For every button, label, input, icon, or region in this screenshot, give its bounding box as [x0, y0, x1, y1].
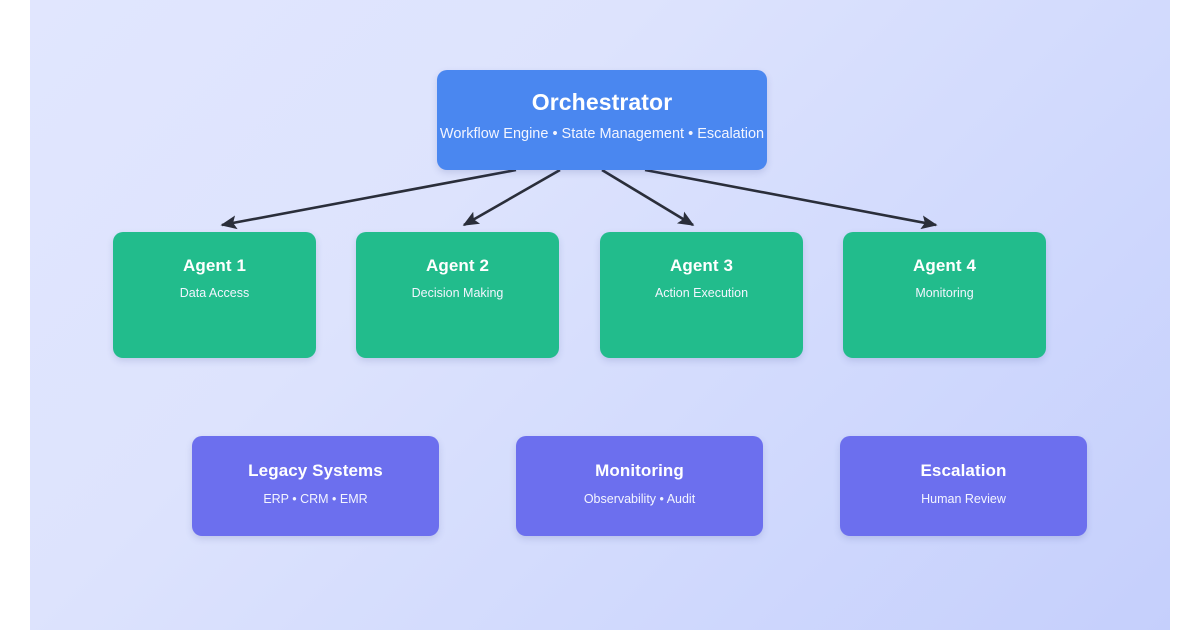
- agent-2-subtitle: Decision Making: [411, 285, 504, 300]
- node-monitoring[interactable]: Monitoring Observability • Audit: [516, 436, 763, 536]
- legacy-systems-title: Legacy Systems: [248, 461, 383, 480]
- node-orchestrator[interactable]: Orchestrator Workflow Engine • State Man…: [437, 70, 767, 170]
- node-agent-1[interactable]: Agent 1 Data Access: [113, 232, 316, 358]
- agent-4-title: Agent 4: [912, 256, 977, 275]
- node-legacy-systems[interactable]: Legacy Systems ERP • CRM • EMR: [192, 436, 439, 536]
- agent-3-title: Agent 3: [669, 256, 734, 275]
- escalation-title: Escalation: [920, 461, 1007, 480]
- legacy-systems-subtitle: ERP • CRM • EMR: [263, 491, 368, 506]
- node-agent-4[interactable]: Agent 4 Monitoring: [843, 232, 1046, 358]
- orchestrator-subtitle: Workflow Engine • State Management • Esc…: [439, 126, 765, 143]
- node-escalation[interactable]: Escalation Human Review: [840, 436, 1087, 536]
- connector-orchestrator-to-agent-3: [601, 168, 695, 227]
- connector-orchestrator-to-agent-4: [644, 168, 938, 230]
- agent-4-subtitle: Monitoring: [915, 285, 974, 300]
- node-agent-3[interactable]: Agent 3 Action Execution: [600, 232, 803, 358]
- agent-1-title: Agent 1: [182, 256, 247, 275]
- orchestrator-title: Orchestrator: [531, 89, 673, 115]
- monitoring-title: Monitoring: [595, 461, 684, 480]
- connector-orchestrator-to-agent-2: [462, 168, 561, 227]
- escalation-subtitle: Human Review: [921, 491, 1006, 506]
- connector-orchestrator-to-agent-1: [220, 168, 517, 230]
- node-agent-2[interactable]: Agent 2 Decision Making: [356, 232, 559, 358]
- agent-2-title: Agent 2: [425, 256, 490, 275]
- monitoring-subtitle: Observability • Audit: [583, 491, 696, 506]
- agent-3-subtitle: Action Execution: [654, 285, 749, 300]
- agent-1-subtitle: Data Access: [179, 285, 250, 300]
